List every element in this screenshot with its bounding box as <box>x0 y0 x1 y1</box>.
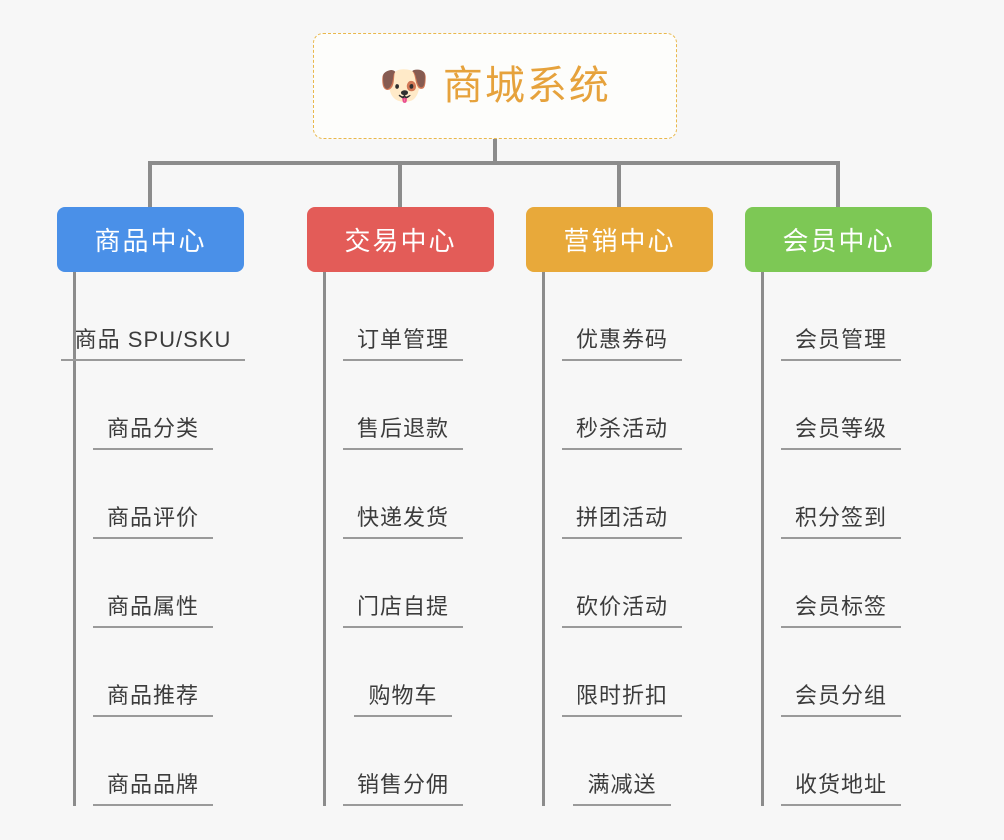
leaf-item[interactable]: 会员等级 <box>764 361 932 450</box>
leaf-item[interactable]: 限时折扣 <box>545 628 713 717</box>
leaf-item[interactable]: 商品推荐 <box>76 628 244 717</box>
branch-column-marketing-center: 营销中心 优惠券码 秒杀活动 拼团活动 砍价活动 限时折扣 满减送 <box>526 207 713 806</box>
leaf-item[interactable]: 秒杀活动 <box>545 361 713 450</box>
branch-items-trade-center: 订单管理 售后退款 快递发货 门店自提 购物车 销售分佣 <box>323 272 494 806</box>
leaf-label: 积分签到 <box>780 505 901 539</box>
connector-horizontal-bar <box>148 161 840 165</box>
leaf-label: 销售分佣 <box>342 772 463 806</box>
leaf-item[interactable]: 销售分佣 <box>326 717 494 806</box>
branch-header-label: 交易中心 <box>344 226 457 256</box>
leaf-item[interactable]: 商品分类 <box>76 361 244 450</box>
branch-header-trade-center[interactable]: 交易中心 <box>307 207 494 272</box>
connector-drop-4 <box>836 161 840 207</box>
branch-items-marketing-center: 优惠券码 秒杀活动 拼团活动 砍价活动 限时折扣 满减送 <box>542 272 713 806</box>
root-node[interactable]: 🐶 商城系统 <box>313 33 677 139</box>
leaf-item[interactable]: 门店自提 <box>326 539 494 628</box>
leaf-item[interactable]: 会员管理 <box>764 272 932 361</box>
branch-header-label: 会员中心 <box>782 226 895 256</box>
leaf-item[interactable]: 积分签到 <box>764 450 932 539</box>
leaf-label: 商品评价 <box>92 505 213 539</box>
leaf-item[interactable]: 订单管理 <box>326 272 494 361</box>
leaf-label: 会员标签 <box>780 594 901 628</box>
leaf-label: 会员等级 <box>780 416 901 450</box>
leaf-item[interactable]: 优惠券码 <box>545 272 713 361</box>
leaf-label: 商品推荐 <box>92 683 213 717</box>
branch-header-label: 营销中心 <box>563 226 676 256</box>
leaf-label: 拼团活动 <box>561 505 682 539</box>
leaf-label: 订单管理 <box>342 327 463 361</box>
leaf-item[interactable]: 拼团活动 <box>545 450 713 539</box>
leaf-item[interactable]: 售后退款 <box>326 361 494 450</box>
leaf-item[interactable]: 满减送 <box>545 717 713 806</box>
connector-drop-1 <box>148 161 152 207</box>
branch-header-marketing-center[interactable]: 营销中心 <box>526 207 713 272</box>
leaf-label: 满减送 <box>573 772 671 806</box>
leaf-label: 商品品牌 <box>92 772 213 806</box>
branch-items-product-center: 商品 SPU/SKU 商品分类 商品评价 商品属性 商品推荐 商品品牌 <box>60 272 246 806</box>
leaf-item[interactable]: 收货地址 <box>764 717 932 806</box>
leaf-label: 秒杀活动 <box>561 416 682 450</box>
shiba-dog-face-icon: 🐶 <box>379 64 429 108</box>
leaf-item[interactable]: 商品 SPU/SKU <box>60 272 246 361</box>
leaf-item[interactable]: 购物车 <box>326 628 494 717</box>
branch-header-label: 商品中心 <box>94 226 207 256</box>
leaf-item[interactable]: 会员分组 <box>764 628 932 717</box>
leaf-label: 砍价活动 <box>561 594 682 628</box>
connector-drop-2 <box>398 161 402 207</box>
branch-column-member-center: 会员中心 会员管理 会员等级 积分签到 会员标签 会员分组 收货地址 <box>745 207 932 806</box>
leaf-label: 购物车 <box>354 683 452 717</box>
leaf-label: 快递发货 <box>342 505 463 539</box>
branch-header-product-center[interactable]: 商品中心 <box>57 207 244 272</box>
branch-column-trade-center: 交易中心 订单管理 售后退款 快递发货 门店自提 购物车 销售分佣 <box>307 207 494 806</box>
leaf-label: 门店自提 <box>342 594 463 628</box>
leaf-label: 会员分组 <box>780 683 901 717</box>
connector-drop-3 <box>617 161 621 207</box>
leaf-label: 优惠券码 <box>561 327 682 361</box>
leaf-item[interactable]: 砍价活动 <box>545 539 713 628</box>
leaf-label: 会员管理 <box>780 327 901 361</box>
leaf-item[interactable]: 商品评价 <box>76 450 244 539</box>
leaf-label: 商品 SPU/SKU <box>60 327 246 361</box>
leaf-item[interactable]: 会员标签 <box>764 539 932 628</box>
branch-column-product-center: 商品中心 商品 SPU/SKU 商品分类 商品评价 商品属性 商品推荐 商品品牌 <box>57 207 246 806</box>
root-title: 商城系统 <box>442 64 611 108</box>
branch-items-member-center: 会员管理 会员等级 积分签到 会员标签 会员分组 收货地址 <box>761 272 932 806</box>
leaf-label: 限时折扣 <box>561 683 682 717</box>
leaf-label: 商品属性 <box>92 594 213 628</box>
leaf-item[interactable]: 快递发货 <box>326 450 494 539</box>
leaf-label: 售后退款 <box>342 416 463 450</box>
branch-header-member-center[interactable]: 会员中心 <box>745 207 932 272</box>
leaf-item[interactable]: 商品属性 <box>76 539 244 628</box>
connector-root-stem <box>493 139 497 164</box>
leaf-item[interactable]: 商品品牌 <box>76 717 244 806</box>
leaf-label: 商品分类 <box>92 416 213 450</box>
leaf-label: 收货地址 <box>780 772 901 806</box>
